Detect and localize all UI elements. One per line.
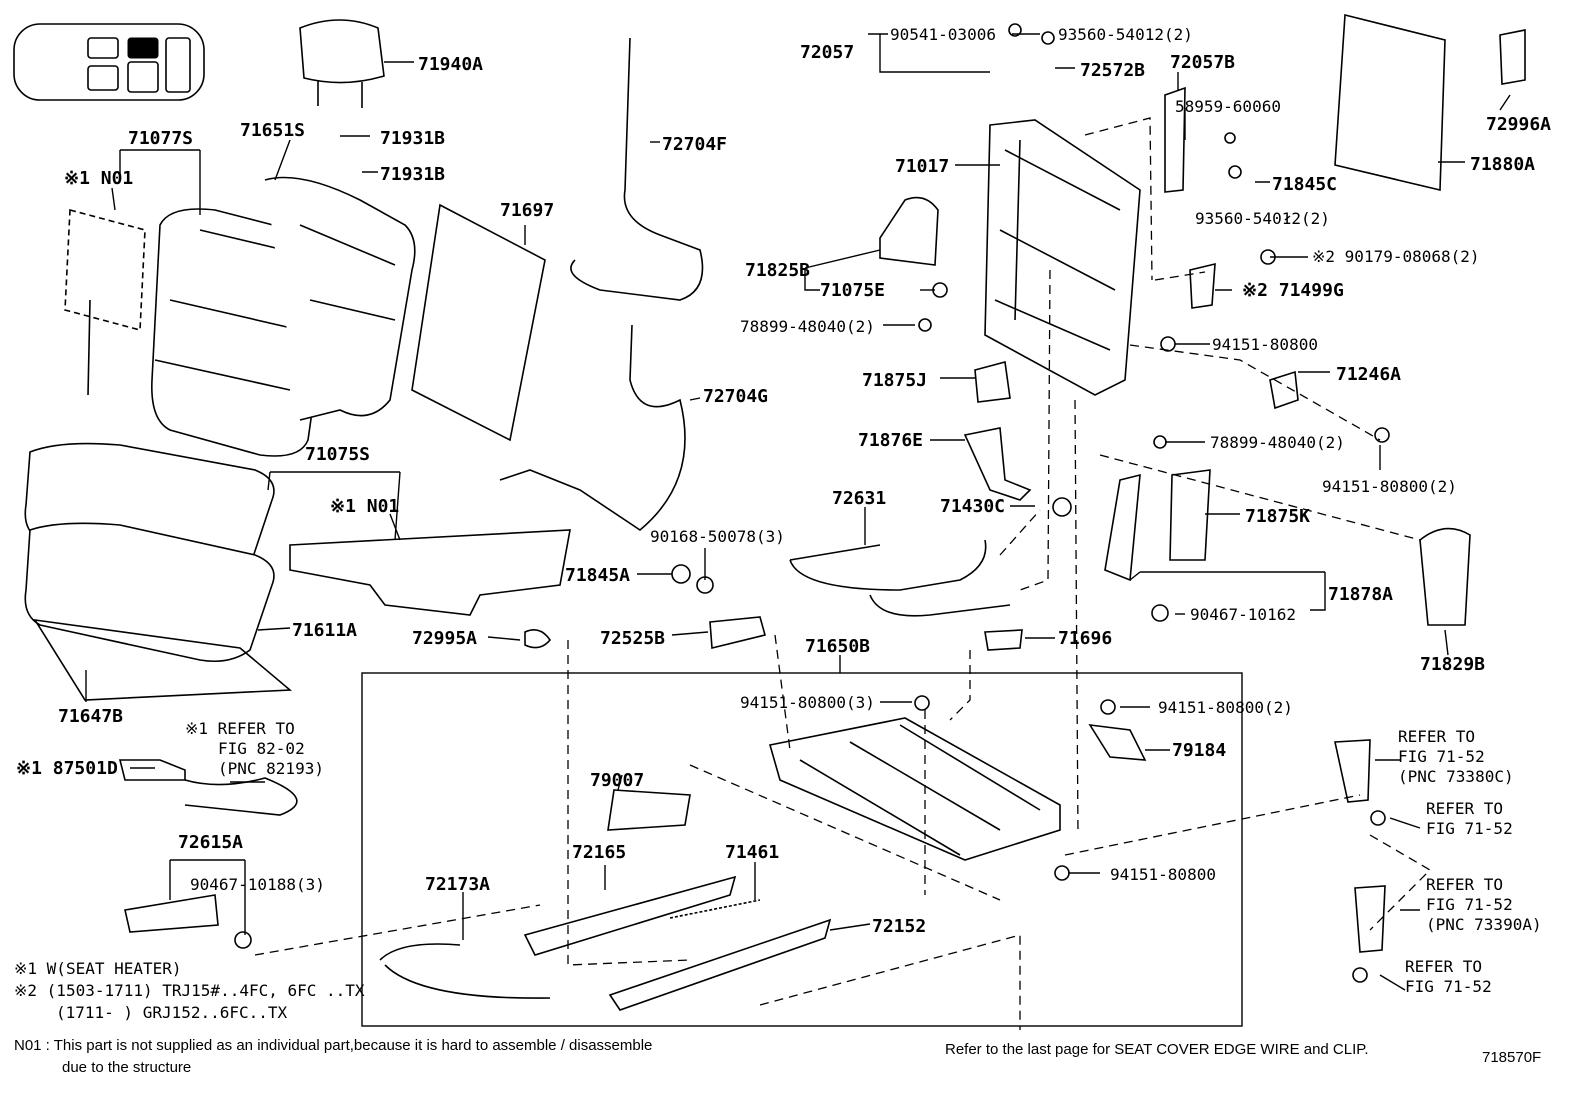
label-58959-60060: 58959-60060	[1175, 97, 1281, 116]
label-72525B: 72525B	[600, 628, 665, 649]
seatback-board-drawing	[411, 203, 546, 442]
ref-nut-line1: REFER TO	[1405, 957, 1482, 976]
label-79184: 79184	[1172, 740, 1226, 761]
label-90541-03006: 90541-03006	[890, 25, 996, 44]
label-71931B-a: 71931B	[380, 128, 445, 149]
ref-87501d-line2: FIG 82-02	[218, 739, 305, 758]
label-71075S: 71075S	[305, 444, 370, 465]
seatback-frame-drawing	[984, 119, 1141, 396]
diagram-id: 718570F	[1482, 1049, 1541, 1066]
seatback-heater-drawing	[64, 208, 146, 396]
label-72996A: 72996A	[1486, 114, 1551, 135]
label-72704G: 72704G	[703, 386, 768, 407]
headrest-drawing	[299, 19, 385, 108]
label-93560-54012-mid: 93560-54012(2)	[1195, 209, 1330, 228]
label-71845A: 71845A	[565, 565, 630, 586]
label-94151-80800-2-b: 94151-80800(2)	[1158, 698, 1293, 717]
n01-note-line1: N01 : This part is not supplied as an in…	[14, 1037, 652, 1054]
n01-note-line2: due to the structure	[62, 1059, 191, 1076]
label-78899-48040-a: 78899-48040(2)	[740, 317, 875, 336]
label-72165: 72165	[572, 842, 626, 863]
label-94151-80800-b: 94151-80800	[1110, 865, 1216, 884]
label-n01-back: ※1 N01	[64, 168, 133, 189]
cushion-heater-drawing	[289, 529, 571, 616]
label-71878A: 71878A	[1328, 584, 1393, 605]
label-71845C: 71845C	[1272, 174, 1337, 195]
label-71875K: 71875K	[1245, 506, 1310, 527]
label-71017: 71017	[895, 156, 949, 177]
label-72995A: 72995A	[412, 628, 477, 649]
vehicle-seat-locator-icon	[13, 23, 205, 101]
legend-line-1: ※1 W(SEAT HEATER)	[14, 959, 182, 978]
label-n01-cushion: ※1 N01	[330, 496, 399, 517]
leader-lines	[85, 33, 1511, 991]
ref-87501d-line1: ※1 REFER TO	[185, 719, 295, 738]
footer-note: Refer to the last page for SEAT COVER ED…	[945, 1041, 1369, 1058]
label-90467-10162: 90467-10162	[1190, 605, 1296, 624]
label-72152: 72152	[872, 916, 926, 937]
ref-73390a-line1: REFER TO	[1426, 875, 1503, 894]
ref-73390a-line3: (PNC 73390A)	[1426, 915, 1542, 934]
label-71940A: 71940A	[418, 54, 483, 75]
label-93560-54012-top: 93560-54012(2)	[1058, 25, 1193, 44]
label-71246A: 71246A	[1336, 364, 1401, 385]
label-71650B: 71650B	[805, 636, 870, 657]
label-72615A: 72615A	[178, 832, 243, 853]
legend-line-2: ※2 (1503-1711) TRJ15#..4FC, 6FC ..TX	[14, 981, 365, 1000]
label-71697: 71697	[500, 200, 554, 221]
label-71461: 71461	[725, 842, 779, 863]
label-71696: 71696	[1058, 628, 1112, 649]
label-72173A: 72173A	[425, 874, 490, 895]
label-94151-80800-2-a: 94151-80800(2)	[1322, 477, 1457, 496]
label-79007: 79007	[590, 770, 644, 791]
label-72057: 72057	[800, 42, 854, 63]
reference-notes: ※1 REFER TO FIG 82-02 (PNC 82193) REFER …	[185, 719, 1542, 996]
seat-frame-and-rails-drawing	[379, 717, 1061, 1011]
ref-bolt-line1: REFER TO	[1426, 799, 1503, 818]
lower-assembly-box	[361, 672, 1243, 1027]
fastener-icons	[234, 23, 1390, 983]
ref-73380c-line2: FIG 71-52	[1398, 747, 1485, 766]
ref-73380c-line3: (PNC 73380C)	[1398, 767, 1514, 786]
assembly-dashed-lines	[254, 117, 1432, 1030]
ref-bolt-line2: FIG 71-52	[1426, 819, 1513, 838]
label-71611A: 71611A	[292, 620, 357, 641]
label-72057B: 72057B	[1170, 52, 1235, 73]
seatback-cover-drawing	[151, 176, 416, 457]
label-90467-10188: 90467-10188(3)	[190, 875, 325, 894]
label-71647B: 71647B	[58, 706, 123, 727]
label-71875J: 71875J	[862, 370, 927, 391]
label-94151-80800-3: 94151-80800(3)	[740, 693, 875, 712]
legend-notes: ※1 W(SEAT HEATER) ※2 (1503-1711) TRJ15#.…	[14, 959, 1541, 1076]
label-71880A: 71880A	[1470, 154, 1535, 175]
label-71876E: 71876E	[858, 430, 923, 451]
legend-line-3: (1711- ) GRJ152..6FC..TX	[56, 1003, 288, 1022]
part-number-labels: 71940A 71077S 71651S 71931B 71931B ※1 N0…	[16, 25, 1551, 937]
label-87501D: ※1 87501D	[16, 758, 118, 779]
label-72704F: 72704F	[662, 134, 727, 155]
label-71829B: 71829B	[1420, 654, 1485, 675]
ref-73390a-line2: FIG 71-52	[1426, 895, 1513, 914]
cable-drawings	[499, 37, 1011, 617]
label-94151-80800-a: 94151-80800	[1212, 335, 1318, 354]
label-71075E: 71075E	[820, 280, 885, 301]
label-71931B-b: 71931B	[380, 164, 445, 185]
label-78899-48040-b: 78899-48040(2)	[1210, 433, 1345, 452]
label-72631: 72631	[832, 488, 886, 509]
ref-87501d-line3: (PNC 82193)	[218, 759, 324, 778]
label-71499G: ※2 71499G	[1242, 280, 1344, 301]
label-90168-50078: 90168-50078(3)	[650, 527, 785, 546]
ref-73380c-line1: REFER TO	[1398, 727, 1475, 746]
label-72572B: 72572B	[1080, 60, 1145, 81]
small-parts-drawing	[118, 13, 1526, 953]
seat-cushion-drawing	[24, 442, 293, 701]
label-71077S: 71077S	[128, 128, 193, 149]
label-71430C: 71430C	[940, 496, 1005, 517]
label-71825B: 71825B	[745, 260, 810, 281]
label-71651S: 71651S	[240, 120, 305, 141]
ref-nut-line2: FIG 71-52	[1405, 977, 1492, 996]
label-90179-08068: ※2 90179-08068(2)	[1312, 247, 1480, 266]
